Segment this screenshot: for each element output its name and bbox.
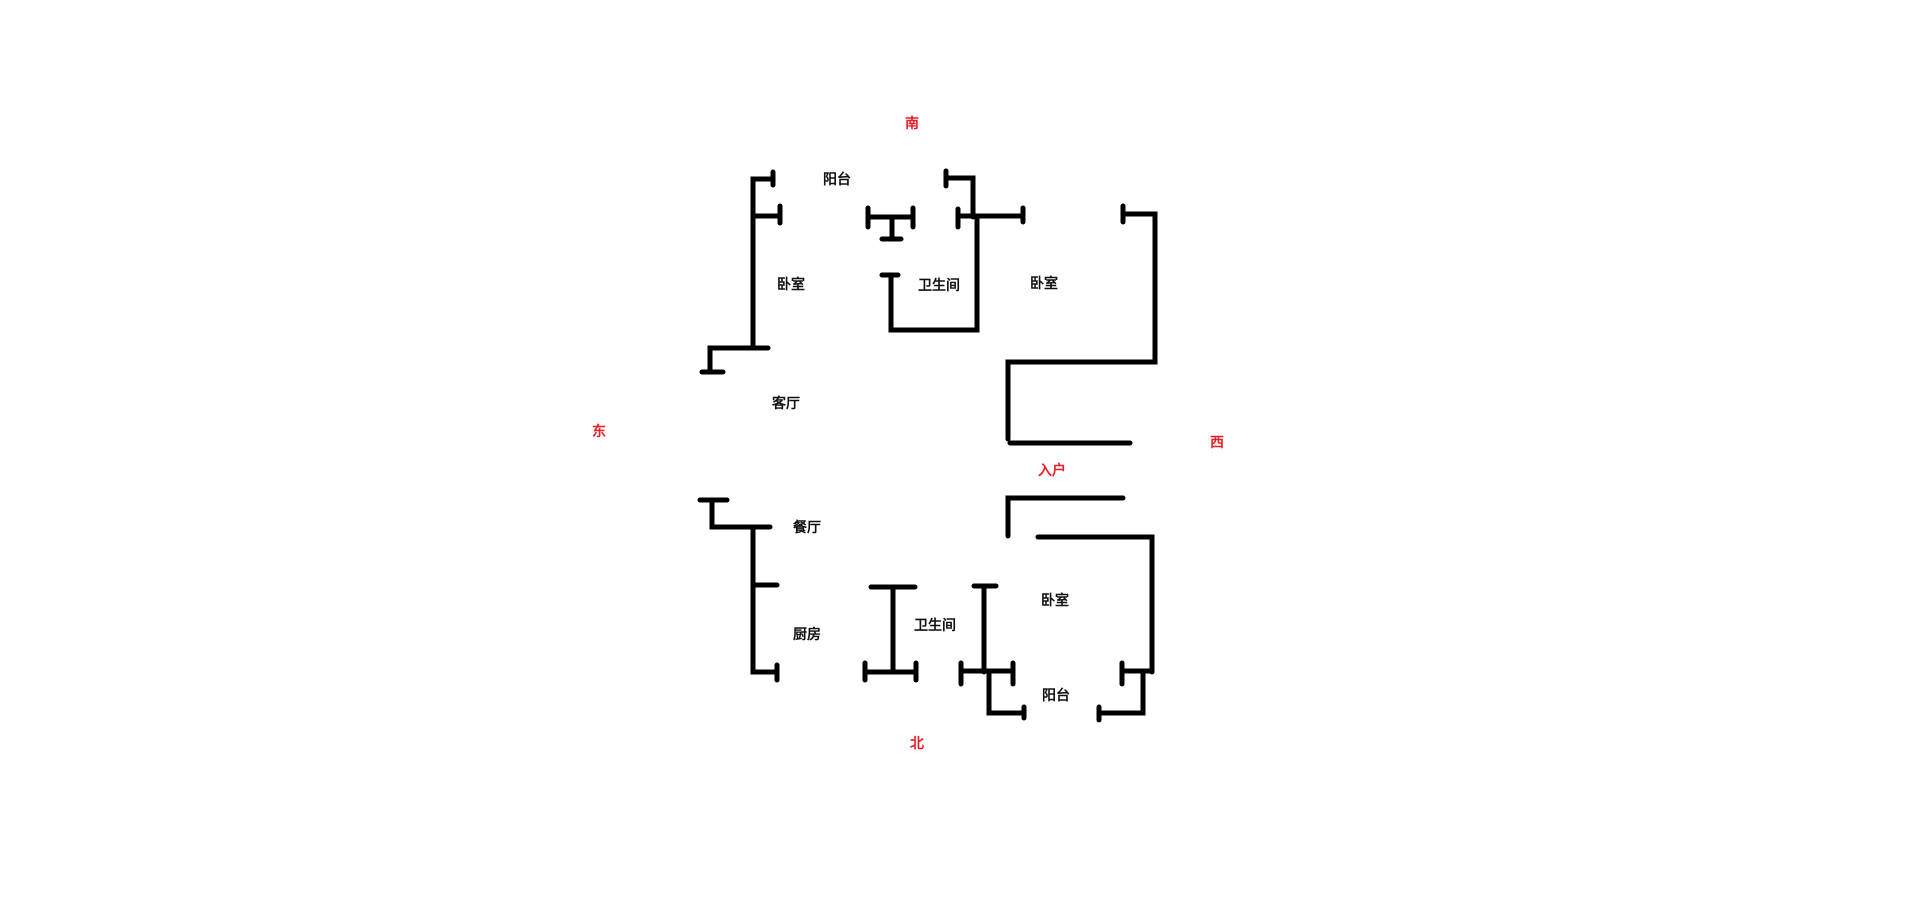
direction-south: 南 — [905, 116, 919, 132]
room-bedroom-se: 卧室 — [1030, 276, 1058, 292]
wall — [958, 583, 1027, 721]
direction-east: 东 — [592, 424, 606, 440]
entrance-label: 入户 — [1038, 463, 1066, 479]
room-balcony-north: 阳台 — [1042, 688, 1070, 704]
room-bathroom-top: 卫生间 — [918, 278, 960, 294]
room-living: 客厅 — [772, 396, 800, 412]
room-bedroom-ne: 卧室 — [1041, 593, 1069, 609]
room-balcony-south: 阳台 — [823, 172, 851, 188]
wall — [697, 497, 780, 683]
direction-north: 北 — [910, 736, 924, 752]
room-dining: 餐厅 — [793, 520, 821, 536]
wall — [943, 168, 1026, 230]
wall — [865, 205, 916, 242]
room-kitchen: 厨房 — [793, 627, 821, 643]
wall — [1096, 660, 1155, 723]
room-bathroom-bottom: 卫生间 — [914, 618, 956, 634]
room-bedroom-sw: 卧室 — [777, 277, 805, 293]
direction-west: 西 — [1210, 435, 1224, 451]
wall — [1005, 495, 1155, 675]
wall — [1005, 203, 1158, 446]
wall — [862, 584, 919, 683]
wall — [879, 214, 980, 333]
wall — [699, 169, 783, 375]
